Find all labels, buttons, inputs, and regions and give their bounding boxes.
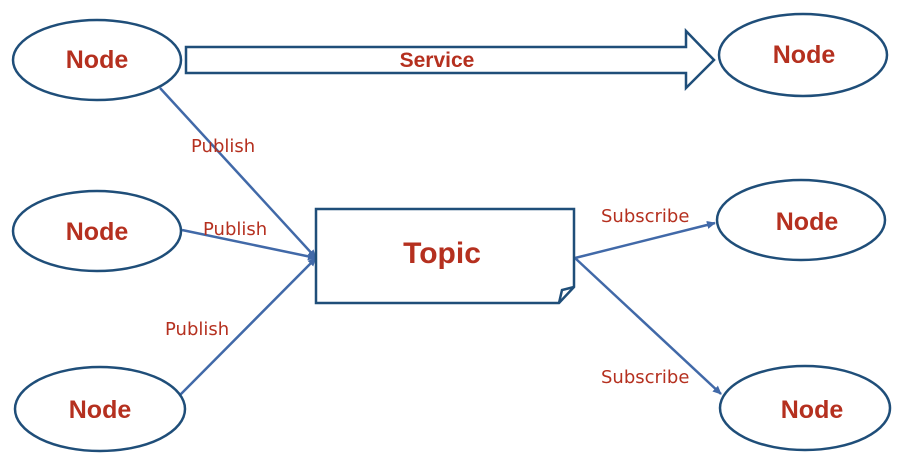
publish-label-2: Publish: [203, 219, 267, 240]
node-top-right: Node: [717, 12, 889, 98]
subscribe-edge-1: [574, 221, 716, 260]
publish-label-1: Publish: [191, 136, 255, 157]
subscribe-label-1: Subscribe: [601, 206, 689, 227]
node-bottom-left: Node: [13, 365, 187, 453]
service-label: Service: [400, 49, 475, 72]
service-arrow: Service: [184, 27, 716, 92]
node-top-left: Node: [11, 18, 183, 102]
publish-edge-1: [159, 87, 317, 259]
topic-label: Topic: [403, 237, 481, 270]
node-label: Node: [773, 41, 836, 69]
node-mid-right: Node: [715, 178, 887, 262]
publish-edge-2: [181, 228, 317, 261]
publish-edge-3: [179, 257, 317, 396]
subscribe-label-2: Subscribe: [601, 367, 689, 388]
node-label: Node: [66, 218, 129, 246]
node-mid-left: Node: [11, 189, 183, 273]
subscribe-edge-2: [574, 257, 722, 395]
node-label: Node: [69, 396, 132, 424]
publish-label-3: Publish: [165, 319, 229, 340]
node-label: Node: [66, 46, 129, 74]
node-label: Node: [781, 396, 844, 424]
topic-box: Topic: [314, 207, 576, 305]
node-bottom-right: Node: [718, 364, 892, 452]
node-label: Node: [776, 208, 839, 236]
